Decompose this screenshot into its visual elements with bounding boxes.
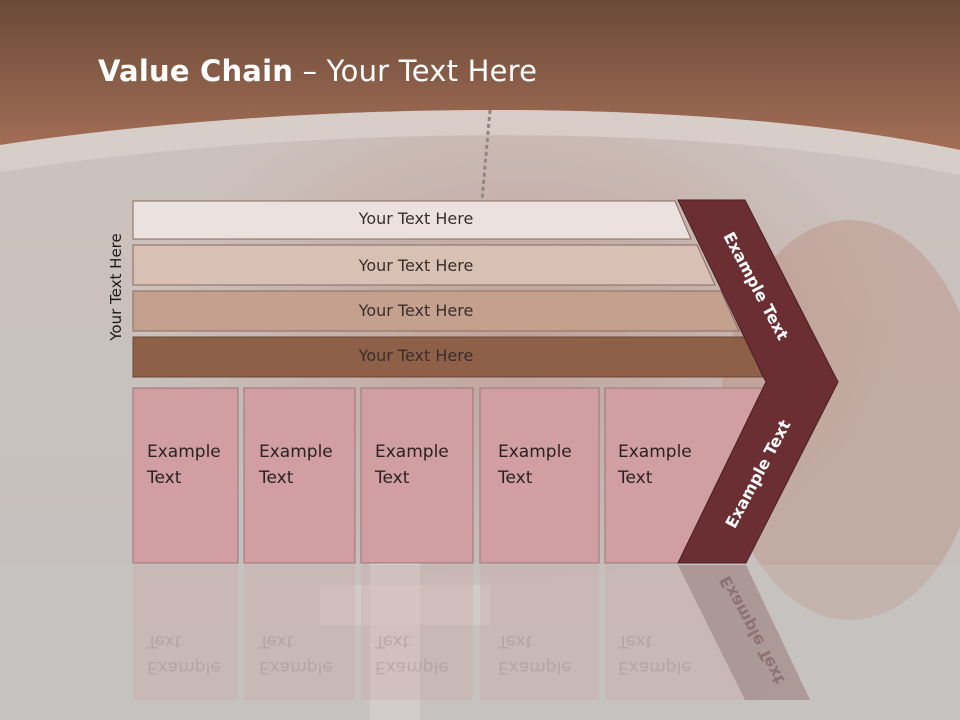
- cell-3-reflection: Example Text: [375, 628, 449, 680]
- cell-5-reflection: Example Text: [618, 628, 692, 680]
- cell-3-shape: [360, 387, 474, 564]
- cell-3-line2: Text: [375, 468, 410, 488]
- slide-title: Value Chain – Your Text Here: [98, 54, 537, 88]
- bar-4-label: Your Text Here: [358, 346, 474, 365]
- bar-2-label: Your Text Here: [358, 256, 474, 275]
- title-bold: Value Chain: [98, 54, 294, 88]
- cell-2-shape: [243, 387, 356, 564]
- cell-4-line2: Text: [498, 468, 533, 488]
- cell-2-line2: Text: [259, 468, 294, 488]
- cell-4-refl-line1: Example: [498, 657, 572, 677]
- cell-3-refl-line1: Example: [375, 657, 449, 677]
- cell-4-reflection: Example Text: [498, 628, 572, 680]
- cell-5-refl-line2: Text: [618, 631, 653, 651]
- side-label: Your Text Here: [107, 233, 125, 341]
- bar-1-shape: [132, 200, 692, 240]
- cell-1-line1: Example: [147, 442, 221, 462]
- cell-3-refl-line2: Text: [375, 631, 410, 651]
- bar-3-label: Your Text Here: [358, 301, 474, 320]
- header-curve: [0, 110, 960, 175]
- chevron-shape: [677, 199, 839, 564]
- cell-1-reflection: Example Text: [147, 628, 221, 680]
- chain-line: [480, 109, 492, 201]
- bar-3-shape: [132, 290, 740, 332]
- cell-1-refl-line1: Example: [147, 657, 221, 677]
- cross-vertical: [370, 560, 420, 720]
- cell-5-line1: Example: [618, 442, 692, 462]
- cell-4-refl-line2: Text: [498, 631, 533, 651]
- cell-5-refl-line1: Example: [618, 657, 692, 677]
- cell-5-line2: Text: [618, 468, 653, 488]
- reflection: [133, 565, 810, 700]
- cell-2-refl-line1: Example: [259, 657, 333, 677]
- cross-horizontal: [320, 585, 490, 625]
- title-rest: – Your Text Here: [293, 54, 538, 88]
- cell-2-reflection: Example Text: [259, 628, 333, 680]
- cell-2-refl-line2: Text: [259, 631, 294, 651]
- cell-2-line1: Example: [259, 442, 333, 462]
- bar-2-shape: [132, 244, 716, 286]
- bar-1-label: Your Text Here: [358, 209, 474, 228]
- cell-4-line1: Example: [498, 442, 572, 462]
- bottom-fade: [0, 565, 960, 720]
- header-band: [0, 0, 960, 150]
- cell-1-shape: [132, 387, 239, 564]
- cell-4-shape: [479, 387, 600, 564]
- bar-4-shape: [132, 336, 764, 378]
- cell-3-line1: Example: [375, 442, 449, 462]
- cell-1-refl-line2: Text: [147, 631, 182, 651]
- cell-1-line2: Text: [147, 468, 182, 488]
